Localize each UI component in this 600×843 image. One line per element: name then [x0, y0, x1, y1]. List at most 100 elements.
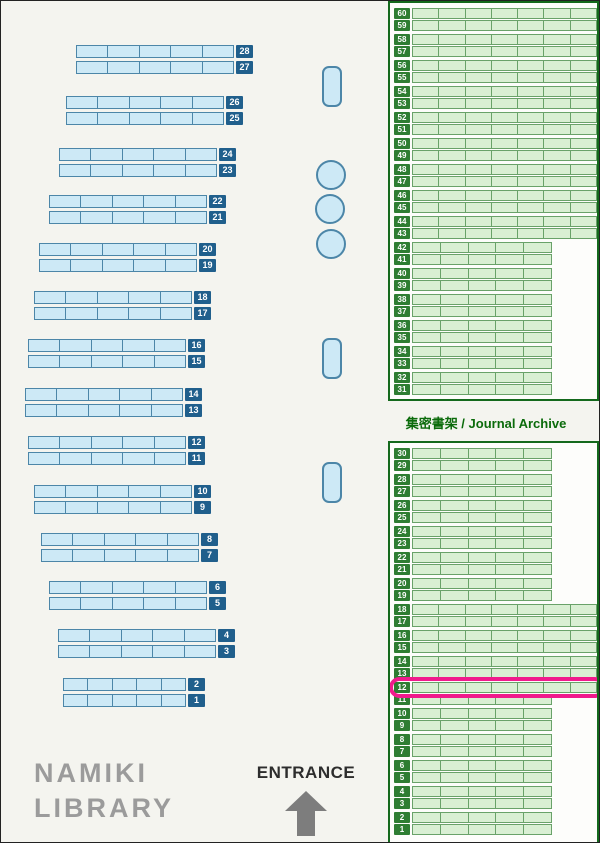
- journal-shelf[interactable]: [411, 176, 597, 187]
- bookshelf[interactable]: [41, 533, 199, 546]
- bookshelf[interactable]: [58, 629, 216, 642]
- journal-shelf[interactable]: [412, 474, 552, 485]
- journal-shelf[interactable]: [411, 72, 597, 83]
- journal-shelf[interactable]: [411, 668, 597, 679]
- journal-shelf[interactable]: [412, 538, 552, 549]
- journal-shelf[interactable]: [412, 358, 552, 369]
- bookshelf[interactable]: [59, 148, 217, 161]
- journal-shelf[interactable]: [411, 616, 597, 627]
- journal-shelf[interactable]: [411, 216, 597, 227]
- bookshelf[interactable]: [76, 61, 234, 74]
- journal-shelf[interactable]: [412, 384, 552, 395]
- journal-shelf[interactable]: [411, 604, 597, 615]
- bookshelf[interactable]: [76, 45, 234, 58]
- journal-shelf[interactable]: [411, 60, 597, 71]
- bookshelf[interactable]: [63, 694, 186, 707]
- journal-shelf[interactable]: [412, 268, 552, 279]
- journal-shelf[interactable]: [412, 720, 552, 731]
- journal-shelf[interactable]: [411, 98, 597, 109]
- bookshelf[interactable]: [39, 243, 197, 256]
- journal-shelf[interactable]: [411, 20, 597, 31]
- bookshelf[interactable]: [28, 436, 186, 449]
- bookshelf[interactable]: [66, 112, 224, 125]
- journal-shelf[interactable]: [412, 760, 552, 771]
- bookshelf[interactable]: [63, 678, 186, 691]
- bookshelf[interactable]: [39, 259, 197, 272]
- journal-shelf[interactable]: [411, 124, 597, 135]
- journal-shelf[interactable]: [412, 798, 552, 809]
- bookshelf[interactable]: [34, 501, 192, 514]
- journal-shelf[interactable]: [412, 824, 552, 835]
- shelf-segment: [129, 308, 161, 319]
- shelf-number-badge: 10: [394, 708, 410, 719]
- journal-shelf[interactable]: [411, 682, 597, 693]
- journal-shelf[interactable]: [412, 590, 552, 601]
- shelf-segment: [466, 35, 492, 44]
- bookshelf[interactable]: [34, 307, 192, 320]
- bookshelf[interactable]: [59, 164, 217, 177]
- bookshelf[interactable]: [28, 452, 186, 465]
- bookshelf[interactable]: [41, 549, 199, 562]
- journal-shelf[interactable]: [412, 460, 552, 471]
- journal-shelf[interactable]: [412, 486, 552, 497]
- journal-shelf[interactable]: [411, 642, 597, 653]
- journal-shelf[interactable]: [411, 228, 597, 239]
- journal-shelf[interactable]: [411, 656, 597, 667]
- journal-shelf[interactable]: [411, 150, 597, 161]
- journal-shelf[interactable]: [411, 630, 597, 641]
- journal-shelf[interactable]: [412, 372, 552, 383]
- bookshelf[interactable]: [28, 339, 186, 352]
- journal-shelf[interactable]: [412, 306, 552, 317]
- journal-shelf[interactable]: [412, 772, 552, 783]
- journal-shelf[interactable]: [411, 202, 597, 213]
- journal-shelf[interactable]: [411, 8, 597, 19]
- journal-shelf[interactable]: [412, 786, 552, 797]
- journal-shelf[interactable]: [412, 512, 552, 523]
- journal-shelf[interactable]: [412, 448, 552, 459]
- journal-shelf[interactable]: [412, 254, 552, 265]
- journal-shelf[interactable]: [412, 280, 552, 291]
- journal-shelf[interactable]: [412, 564, 552, 575]
- bookshelf[interactable]: [58, 645, 216, 658]
- journal-shelf[interactable]: [411, 164, 597, 175]
- bookshelf[interactable]: [28, 355, 186, 368]
- bookshelf[interactable]: [25, 388, 183, 401]
- journal-shelf[interactable]: [411, 190, 597, 201]
- journal-shelf[interactable]: [411, 86, 597, 97]
- journal-shelf[interactable]: [411, 34, 597, 45]
- bookshelf[interactable]: [49, 597, 207, 610]
- bookshelf[interactable]: [49, 211, 207, 224]
- bookshelf[interactable]: [25, 404, 183, 417]
- shelf-segment: [524, 553, 551, 562]
- journal-shelf[interactable]: [411, 46, 597, 57]
- journal-shelf[interactable]: [412, 734, 552, 745]
- shelf-segment: [60, 437, 92, 448]
- journal-shelf-row: 29: [394, 460, 597, 471]
- journal-shelf[interactable]: [412, 500, 552, 511]
- journal-shelf[interactable]: [412, 526, 552, 537]
- journal-shelf[interactable]: [412, 812, 552, 823]
- bookshelf[interactable]: [49, 195, 207, 208]
- bookshelf[interactable]: [34, 291, 192, 304]
- journal-shelf[interactable]: [411, 112, 597, 123]
- journal-shelf[interactable]: [412, 332, 552, 343]
- journal-shelf[interactable]: [412, 294, 552, 305]
- journal-shelf[interactable]: [412, 694, 552, 705]
- shelf-segment: [496, 565, 525, 574]
- journal-shelf[interactable]: [412, 578, 552, 589]
- journal-shelf-row: 46: [394, 190, 597, 201]
- journal-shelf[interactable]: [412, 708, 552, 719]
- bookshelf[interactable]: [66, 96, 224, 109]
- shelf-segment: [171, 46, 203, 57]
- journal-shelf[interactable]: [412, 242, 552, 253]
- journal-shelf[interactable]: [412, 320, 552, 331]
- bookshelf[interactable]: [34, 485, 192, 498]
- journal-shelf[interactable]: [411, 138, 597, 149]
- journal-shelf[interactable]: [412, 552, 552, 563]
- journal-shelf[interactable]: [412, 746, 552, 757]
- journal-shelf[interactable]: [412, 346, 552, 357]
- bookshelf[interactable]: [49, 581, 207, 594]
- shelf-number-badge: 9: [394, 720, 410, 731]
- shelf-number-badge: 37: [394, 306, 410, 317]
